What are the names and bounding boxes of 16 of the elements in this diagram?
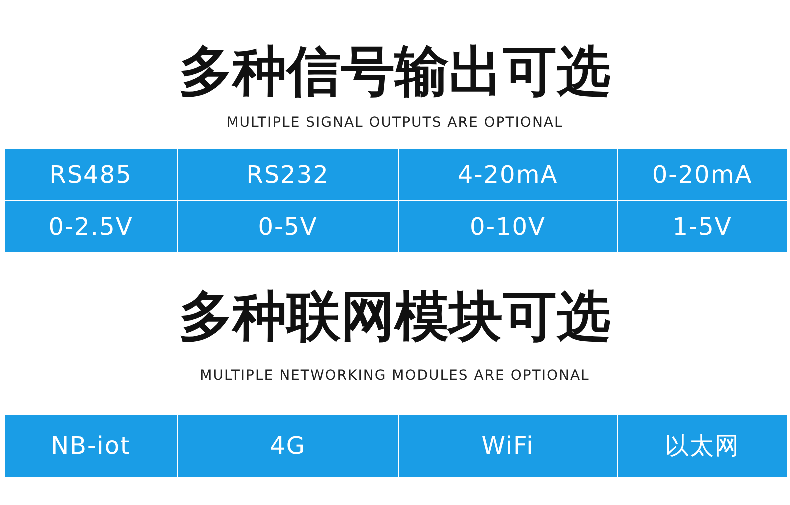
subheading: MULTIPLE SIGNAL OUTPUTS ARE OPTIONAL: [226, 114, 564, 132]
table-cell: RS232: [178, 149, 398, 200]
table-cell: 4-20mA: [399, 149, 617, 200]
table-cell: 0-5V: [178, 201, 398, 252]
table-cell: 0-10V: [399, 201, 617, 252]
subheading: MULTIPLE NETWORKING MODULES ARE OPTIONAL: [199, 367, 591, 385]
table-cell: 4G: [178, 415, 398, 477]
heading: 多种联网模块可选: [178, 285, 612, 349]
table-cell: RS485: [5, 149, 177, 200]
table-cell: 1-5V: [618, 201, 787, 252]
table-cell: 以太网: [618, 415, 787, 477]
table-cell: 0-2.5V: [5, 201, 177, 252]
table-cell: 0-20mA: [618, 149, 787, 200]
table-cell: WiFi: [399, 415, 617, 477]
table-cell: NB-iot: [5, 415, 177, 477]
heading: 多种信号输出可选: [178, 40, 612, 104]
